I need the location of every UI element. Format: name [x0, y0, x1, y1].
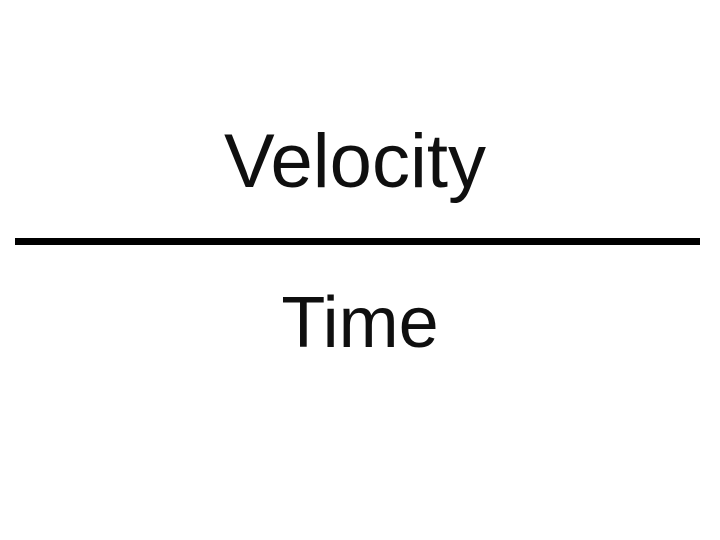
formula-numerator: Velocity: [224, 119, 486, 204]
formula-denominator: Time: [281, 283, 439, 363]
fraction-line: [15, 238, 700, 245]
